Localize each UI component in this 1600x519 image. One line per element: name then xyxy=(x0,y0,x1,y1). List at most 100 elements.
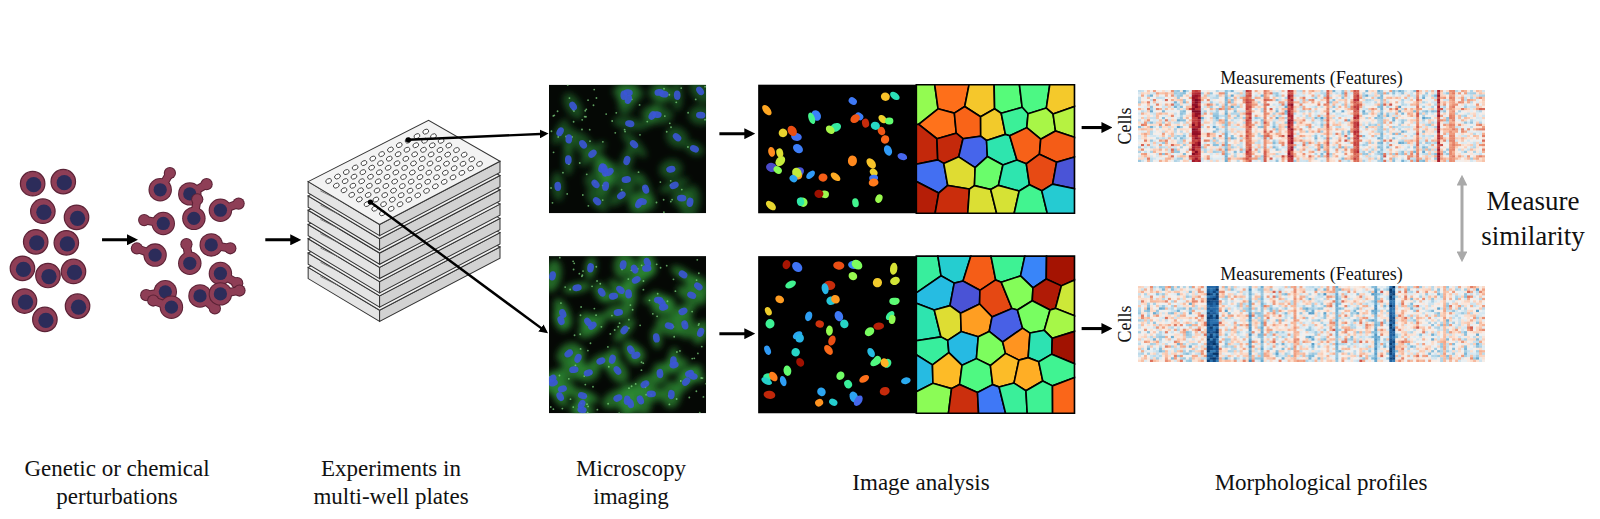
image-pixel xyxy=(1195,126,1198,129)
image-pixel xyxy=(1207,153,1210,156)
image-pixel xyxy=(1234,124,1237,127)
image-pixel xyxy=(1204,153,1207,156)
image-pixel xyxy=(1213,144,1216,147)
image-pixel xyxy=(1144,101,1147,104)
image-pixel xyxy=(1171,104,1174,107)
image-pixel xyxy=(1156,149,1159,152)
image-pixel xyxy=(1207,126,1210,129)
image-pixel xyxy=(1159,131,1162,134)
image-pixel xyxy=(1168,135,1171,138)
image-pixel xyxy=(1240,128,1243,131)
image-pixel xyxy=(1147,128,1150,131)
image-pixel xyxy=(1204,131,1207,134)
image-pixel xyxy=(1198,126,1201,129)
image-pixel xyxy=(1177,113,1180,116)
image-pixel xyxy=(1210,158,1213,161)
image-pixel xyxy=(1174,115,1177,118)
image-pixel xyxy=(1165,104,1168,107)
image-pixel xyxy=(1150,119,1153,122)
image-pixel xyxy=(1246,99,1249,102)
image-pixel xyxy=(1216,146,1219,149)
image-pixel xyxy=(1189,97,1192,100)
image-pixel xyxy=(1168,122,1171,125)
image-pixel xyxy=(1231,140,1234,143)
image-pixel xyxy=(1207,133,1210,136)
image-pixel xyxy=(1192,124,1195,127)
image-pixel xyxy=(1159,99,1162,102)
image-pixel xyxy=(1207,99,1210,102)
image-pixel xyxy=(1156,104,1159,107)
image-pixel xyxy=(1159,151,1162,154)
image-pixel xyxy=(1231,137,1234,140)
image-pixel xyxy=(1171,158,1174,161)
image-pixel xyxy=(1174,126,1177,129)
image-pixel xyxy=(1189,160,1192,162)
image-pixel xyxy=(1150,144,1153,147)
image-pixel xyxy=(1237,124,1240,127)
image-pixel xyxy=(1210,131,1213,134)
image-pixel xyxy=(1240,160,1243,162)
image-pixel xyxy=(1168,146,1171,149)
image-pixel xyxy=(1210,110,1213,113)
image-pixel xyxy=(1162,95,1165,98)
image-pixel xyxy=(1222,108,1225,111)
image-pixel xyxy=(1201,92,1204,95)
image-pixel xyxy=(1180,101,1183,104)
axis-label: Cells xyxy=(1116,107,1134,144)
image-pixel xyxy=(1144,140,1147,143)
image-pixel xyxy=(1243,113,1246,116)
image-pixel xyxy=(1159,122,1162,125)
image-pixel xyxy=(1159,106,1162,109)
image-pixel xyxy=(1237,99,1240,102)
image-pixel xyxy=(1246,90,1249,93)
image-pixel xyxy=(1201,133,1204,136)
image-pixel xyxy=(1150,92,1153,95)
image-pixel xyxy=(1153,128,1156,131)
image-pixel xyxy=(1147,142,1150,145)
image-pixel xyxy=(1222,153,1225,156)
image-pixel xyxy=(1171,126,1174,129)
image-pixel xyxy=(1240,133,1243,136)
image-pixel xyxy=(1168,140,1171,143)
image-pixel xyxy=(1186,149,1189,152)
image-pixel xyxy=(1168,119,1171,122)
image-pixel xyxy=(1192,119,1195,122)
image-pixel xyxy=(1240,131,1243,134)
image-pixel xyxy=(1243,140,1246,143)
image-pixel xyxy=(1168,90,1171,93)
image-pixel xyxy=(1225,144,1228,147)
image-pixel xyxy=(1237,160,1240,162)
image-pixel xyxy=(1162,101,1165,104)
image-pixel xyxy=(1180,128,1183,131)
image-pixel xyxy=(1192,158,1195,161)
image-pixel xyxy=(1144,144,1147,147)
image-pixel xyxy=(1195,158,1198,161)
image-pixel xyxy=(1192,131,1195,134)
image-pixel xyxy=(1183,146,1186,149)
image-pixel xyxy=(1180,115,1183,118)
image-pixel xyxy=(1195,106,1198,109)
image-pixel xyxy=(1150,117,1153,120)
image-pixel xyxy=(1231,155,1234,158)
image-pixel xyxy=(1162,90,1165,93)
image-pixel xyxy=(1231,128,1234,131)
image-pixel xyxy=(1144,131,1147,134)
image-pixel xyxy=(1156,146,1159,149)
image-pixel xyxy=(1144,158,1147,161)
image-pixel xyxy=(1147,160,1150,162)
image-pixel xyxy=(1192,90,1195,93)
image-pixel xyxy=(1186,135,1189,138)
image-pixel xyxy=(1165,101,1168,104)
image-pixel xyxy=(1246,115,1249,118)
image-pixel xyxy=(1207,92,1210,95)
image-pixel xyxy=(1168,124,1171,127)
image-pixel xyxy=(1168,151,1171,154)
image-pixel xyxy=(1243,146,1246,149)
image-pixel xyxy=(1225,149,1228,152)
image-pixel xyxy=(1198,153,1201,156)
image-pixel xyxy=(1195,115,1198,118)
image-pixel xyxy=(1192,92,1195,95)
image-pixel xyxy=(1213,160,1216,162)
image-pixel xyxy=(1150,126,1153,129)
image-pixel xyxy=(1231,149,1234,152)
